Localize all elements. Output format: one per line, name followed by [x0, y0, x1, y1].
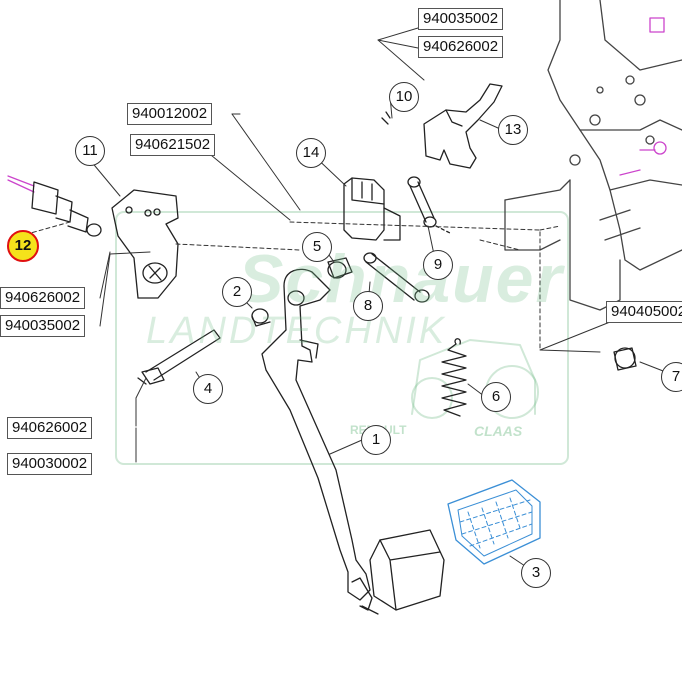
- callout-2[interactable]: 2: [222, 277, 252, 307]
- callout-9[interactable]: 9: [423, 250, 453, 280]
- pin-part-4: [137, 329, 221, 385]
- pin-part-10: [381, 111, 391, 125]
- ref-940621502[interactable]: 940621502: [130, 134, 216, 156]
- callout-5[interactable]: 5: [302, 232, 332, 262]
- callout-3[interactable]: 3: [521, 558, 551, 588]
- spring-part-6: [441, 338, 467, 417]
- sensor-part-14: [343, 177, 401, 241]
- callout-6[interactable]: 6: [481, 382, 511, 412]
- ref-940012002[interactable]: 940012002: [127, 103, 213, 125]
- callout-11[interactable]: 11: [75, 136, 105, 166]
- bracket-part-11: [111, 189, 179, 299]
- pedal-pad-part-3: [447, 479, 541, 565]
- callout-10[interactable]: 10: [389, 82, 419, 112]
- watermark-subtitle: LANDTECHNIK: [146, 310, 448, 352]
- pedal-part-1: [261, 268, 445, 615]
- ref-940405[interactable]: 940405002: [606, 301, 682, 323]
- bushing-part-5: [327, 257, 353, 279]
- callout-7[interactable]: 7: [661, 362, 682, 392]
- switch-part-12: [7, 175, 102, 237]
- watermark-brand: Schnauer: [238, 241, 564, 317]
- ref-940035002-left[interactable]: 940035002: [0, 315, 86, 337]
- chassis-frame: [504, 0, 682, 311]
- callout-12-highlighted[interactable]: 12: [7, 230, 39, 262]
- callout-13[interactable]: 13: [498, 115, 528, 145]
- ref-940626002-bottom[interactable]: 940626002: [7, 417, 93, 439]
- ref-940626002-top[interactable]: 940626002: [418, 36, 504, 58]
- link-part-9: [407, 176, 453, 235]
- stop-part-7: [613, 347, 637, 371]
- watermark-claas: CLAAS: [474, 423, 523, 439]
- ref-940030002[interactable]: 940030002: [7, 453, 93, 475]
- bushing-part-2: [251, 308, 271, 327]
- callout-8[interactable]: 8: [353, 291, 383, 321]
- watermark-frame: [115, 211, 569, 465]
- callout-4[interactable]: 4: [193, 374, 223, 404]
- callout-1[interactable]: 1: [361, 425, 391, 455]
- highlight-frame-fitting: [619, 17, 667, 176]
- rod-part-8: [363, 252, 430, 303]
- callout-14[interactable]: 14: [296, 138, 326, 168]
- ref-940626002-left[interactable]: 940626002: [0, 287, 86, 309]
- bracket-part-13: [423, 83, 503, 169]
- ref-940035002-top[interactable]: 940035002: [418, 8, 504, 30]
